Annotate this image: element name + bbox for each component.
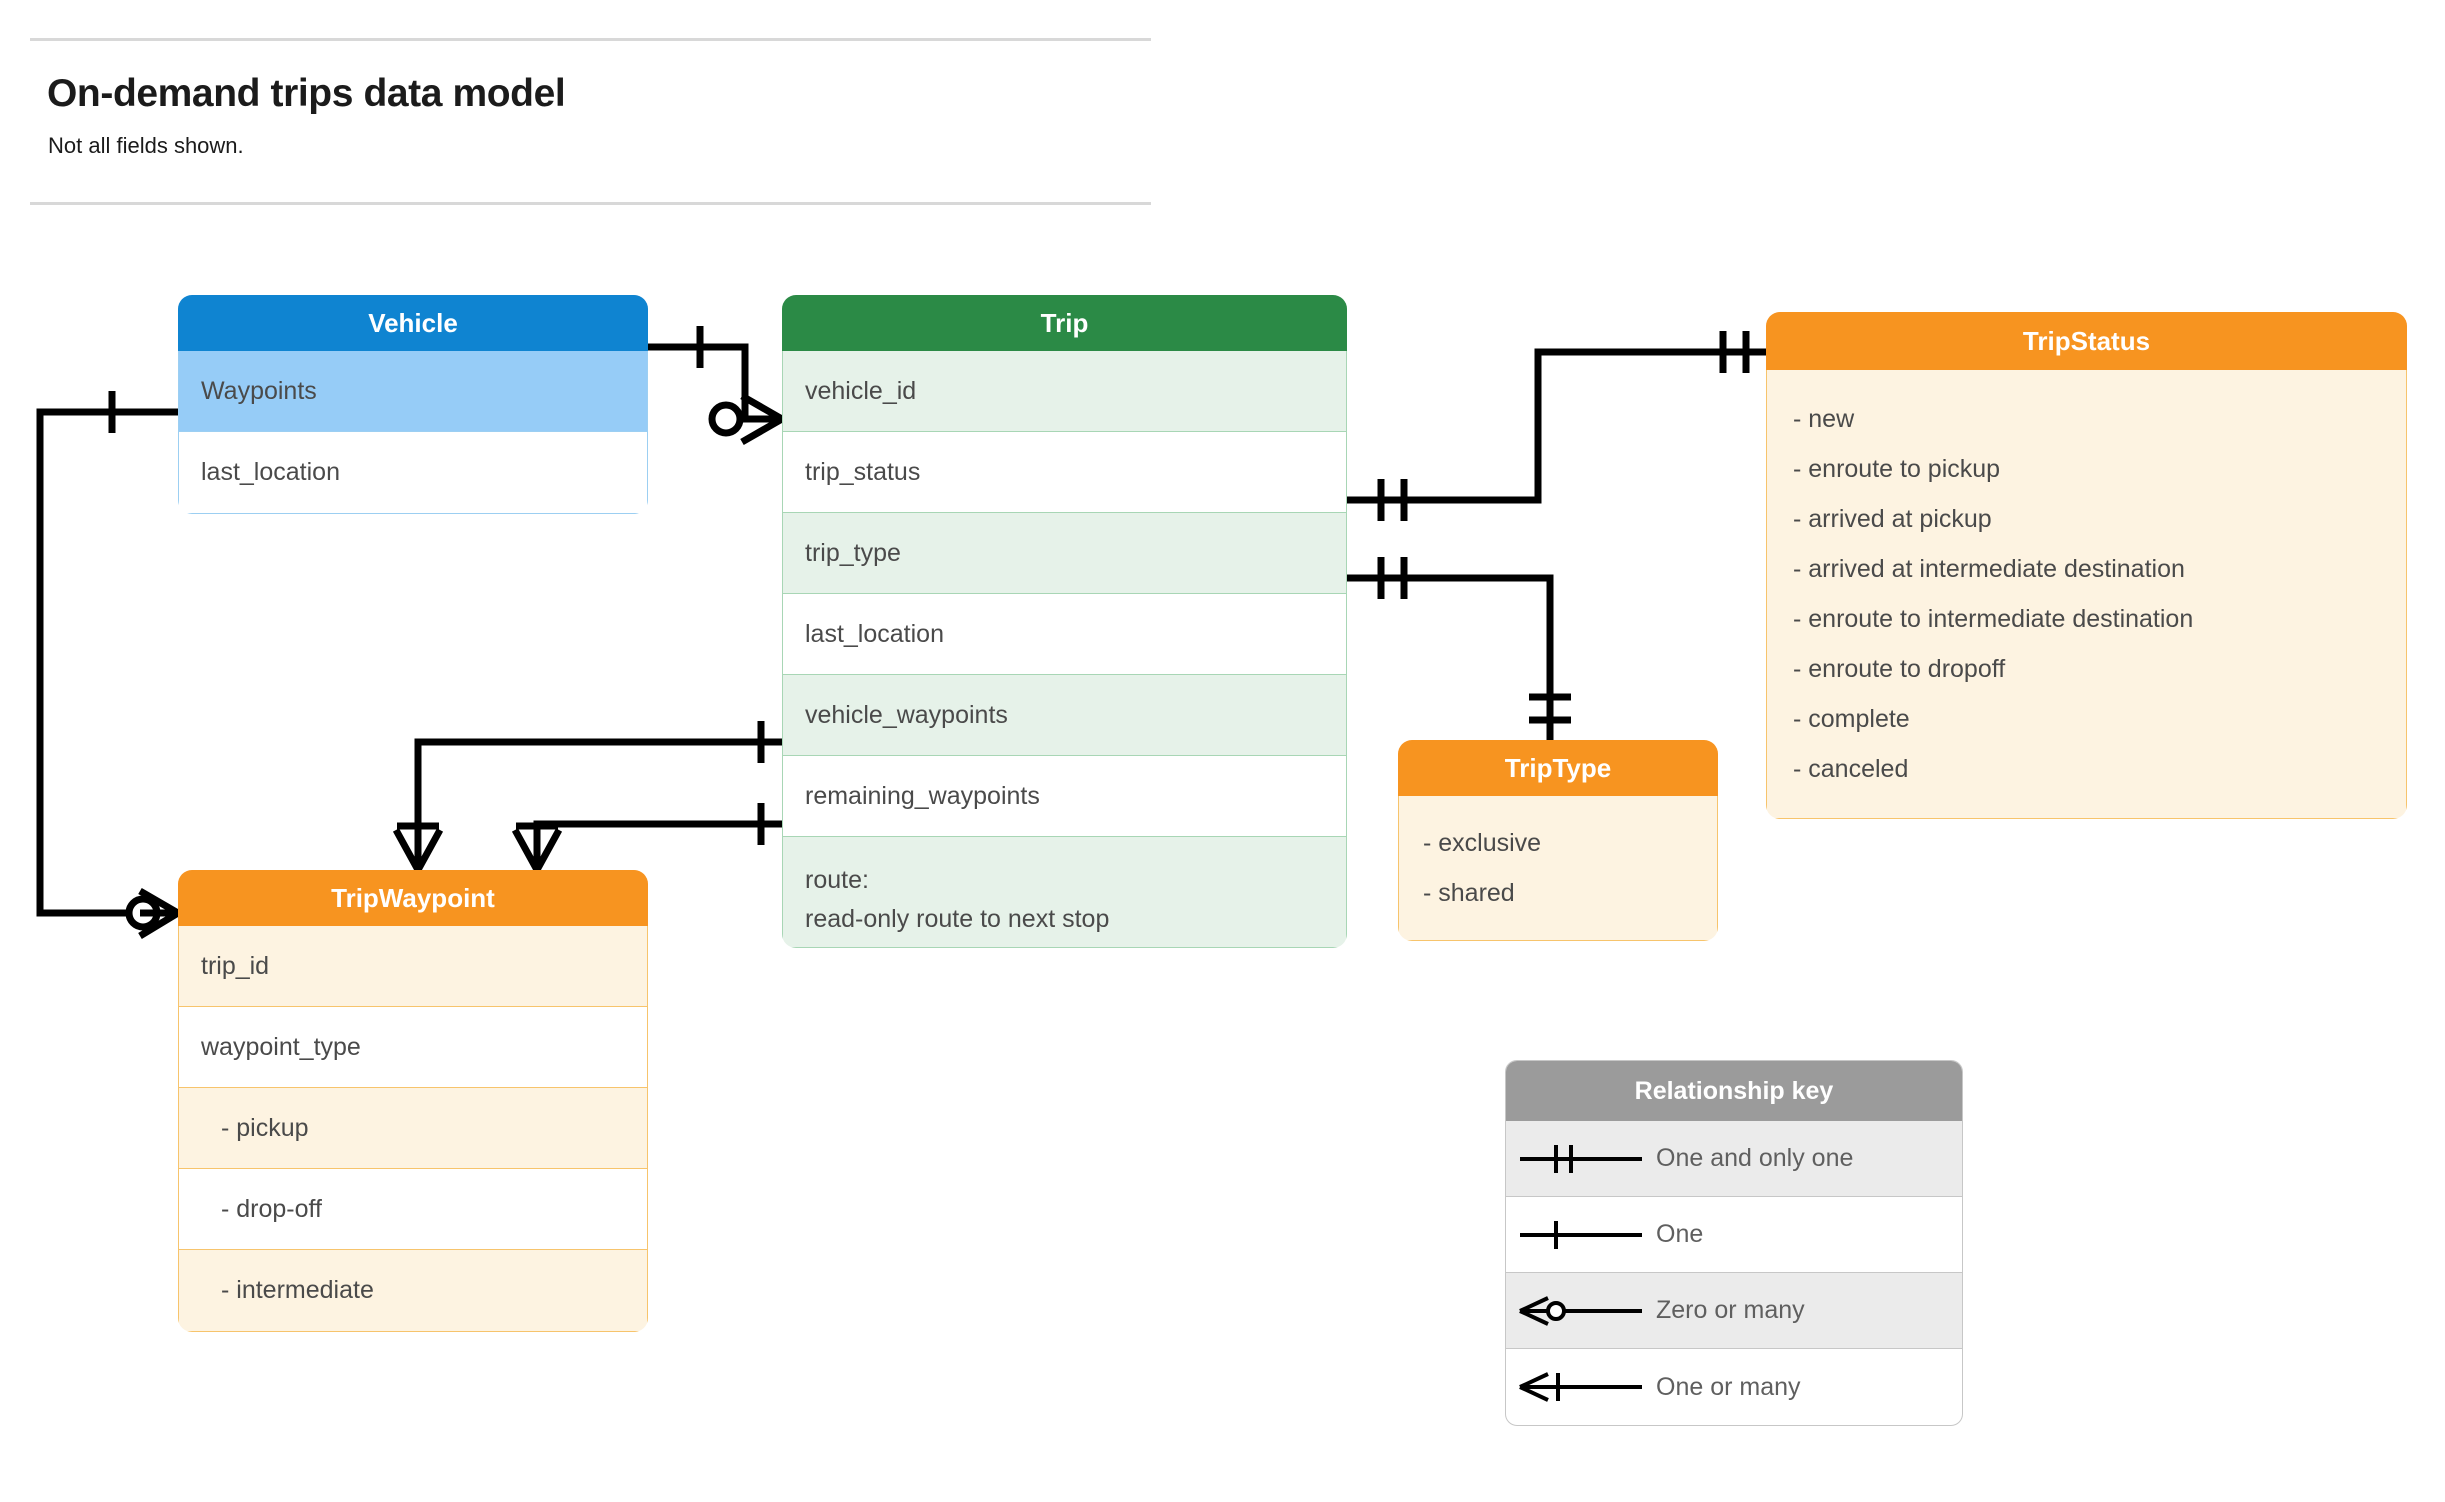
field-row[interactable]: vehicle_waypoints xyxy=(783,675,1346,756)
enum-value: - canceled xyxy=(1793,755,1909,783)
entity-tripwaypoint-title: TripWaypoint xyxy=(178,870,648,926)
field-row[interactable]: remaining_waypoints xyxy=(783,756,1346,837)
enum-value: - enroute to dropoff xyxy=(1793,655,2006,683)
field-row-route[interactable]: route: read-only route to next stop xyxy=(783,837,1346,947)
field-row[interactable]: vehicle_id xyxy=(783,351,1346,432)
field-row-enum[interactable]: - drop-off xyxy=(179,1169,647,1250)
field-row-enum[interactable]: - pickup xyxy=(179,1088,647,1169)
enum-value: - new xyxy=(1793,405,1855,433)
legend-row: One xyxy=(1506,1197,1962,1273)
one-and-only-one-icon xyxy=(1506,1139,1656,1179)
entity-tripstatus-title: TripStatus xyxy=(1766,312,2407,370)
entity-tripstatus[interactable]: TripStatus - new - enroute to pickup - a… xyxy=(1766,312,2407,819)
enum-value: - complete xyxy=(1793,705,1910,733)
enum-value: - enroute to intermediate destination xyxy=(1793,605,2194,633)
legend-row: Zero or many xyxy=(1506,1273,1962,1349)
page-subtitle: Not all fields shown. xyxy=(48,133,244,158)
enum-value: - exclusive xyxy=(1423,829,1542,857)
enum-value: - arrived at intermediate destination xyxy=(1793,555,2185,583)
legend-row: One and only one xyxy=(1506,1121,1962,1197)
entity-triptype-values: - exclusive - shared xyxy=(1398,796,1718,941)
legend-label: One or many xyxy=(1656,1372,1801,1401)
relationship-key-legend: Relationship key One and only one One xyxy=(1505,1060,1963,1426)
entity-tripwaypoint-fields: trip_id waypoint_type - pickup - drop-of… xyxy=(178,926,648,1332)
legend-label: Zero or many xyxy=(1656,1296,1805,1324)
entity-vehicle-fields: Waypoints last_location xyxy=(178,351,648,514)
field-row[interactable]: trip_type xyxy=(783,513,1346,594)
field-row[interactable]: Waypoints xyxy=(179,351,647,432)
field-route-description: read-only route to next stop xyxy=(805,904,1110,933)
entity-tripwaypoint[interactable]: TripWaypoint trip_id waypoint_type - pic… xyxy=(178,870,648,1332)
page-title: On-demand trips data model xyxy=(47,72,566,115)
field-row[interactable]: trip_status xyxy=(783,432,1346,513)
enum-value: - enroute to pickup xyxy=(1793,455,2001,483)
entity-tripstatus-values: - new - enroute to pickup - arrived at p… xyxy=(1766,370,2407,819)
legend-label: One and only one xyxy=(1656,1144,1854,1172)
entity-vehicle[interactable]: Vehicle Waypoints last_location xyxy=(178,295,648,514)
header-divider-bottom xyxy=(30,202,1151,205)
one-or-many-icon xyxy=(1506,1367,1656,1407)
field-row-enum[interactable]: - intermediate xyxy=(179,1250,647,1331)
entity-trip-title: Trip xyxy=(782,295,1347,351)
one-icon xyxy=(1506,1215,1656,1255)
header-divider-top xyxy=(30,38,1151,41)
field-row[interactable]: last_location xyxy=(783,594,1346,675)
entity-trip[interactable]: Trip vehicle_id trip_status trip_type la… xyxy=(782,295,1347,948)
zero-or-many-icon xyxy=(1506,1291,1656,1331)
entity-vehicle-title: Vehicle xyxy=(178,295,648,351)
field-row[interactable]: last_location xyxy=(201,458,340,486)
entity-triptype-title: TripType xyxy=(1398,740,1718,796)
field-row[interactable]: waypoint_type xyxy=(179,1007,647,1088)
legend-row: One or many xyxy=(1506,1349,1962,1425)
enum-value: - arrived at pickup xyxy=(1793,505,1992,533)
entity-triptype[interactable]: TripType - exclusive - shared xyxy=(1398,740,1718,941)
enum-value: - shared xyxy=(1423,879,1515,907)
field-route-label: route: xyxy=(805,866,869,894)
legend-label: One xyxy=(1656,1220,1704,1248)
field-row[interactable]: trip_id xyxy=(179,926,647,1007)
entity-trip-fields: vehicle_id trip_status trip_type last_lo… xyxy=(782,351,1347,948)
legend-title: Relationship key xyxy=(1506,1061,1962,1121)
